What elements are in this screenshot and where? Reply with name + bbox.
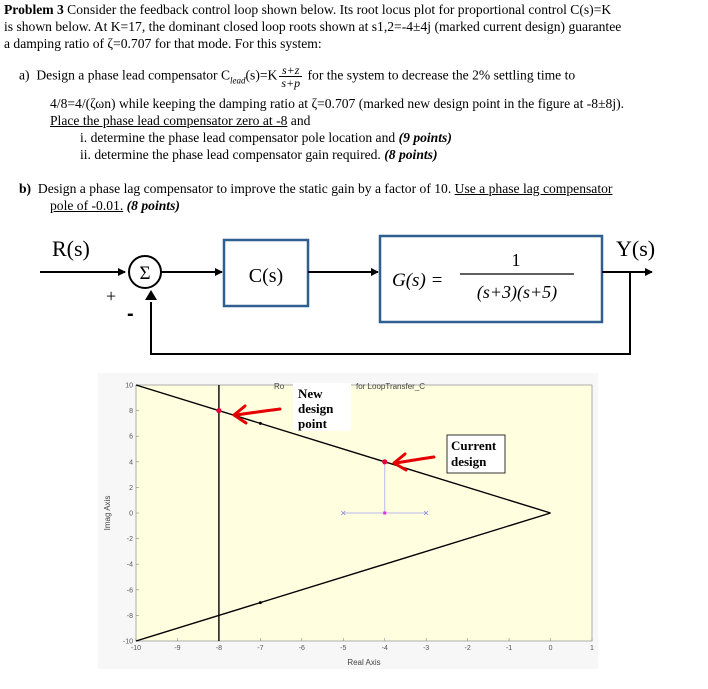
current-design-arrow: [394, 455, 436, 465]
lag-pole-instruction: pole of -0.01.: [50, 198, 124, 213]
minus-sign: -: [127, 303, 134, 325]
current-design-label-box: [446, 434, 506, 474]
problem-number: Problem 3: [4, 2, 64, 17]
x-tick-label: -6: [299, 645, 305, 652]
y-tick-label: -10: [123, 639, 133, 646]
block-diagram: R(s) + Σ - C(s) G(s) = 1 (s+3)(s+5) Y(s): [40, 234, 655, 355]
damping-line-lower: [135, 512, 551, 642]
problem-line-1: Problem 3 Consider the feedback control …: [4, 2, 611, 18]
open-loop-pole-marker: [340, 510, 346, 516]
x-tick-label: -7: [257, 645, 263, 652]
plot-title-right: for LoopTransfer_C: [356, 382, 425, 391]
part-b-line-1: b) Design a phase lag compensator to imp…: [19, 181, 612, 197]
part-b-points: (8 points): [123, 198, 180, 213]
y-tick-label: -8: [127, 613, 133, 620]
x-tick-label: -9: [174, 645, 180, 652]
y-tick-label: 0: [129, 511, 133, 518]
item-i-text: i. determine the phase lead compensator …: [80, 130, 399, 145]
open-loop-pole-marker: [423, 510, 429, 516]
x-tick-label: 0: [549, 645, 553, 652]
locus-branches: [135, 384, 551, 642]
x-tick-label: -2: [465, 645, 471, 652]
damping-line-upper: [135, 384, 551, 514]
sigma-symbol: Σ: [139, 263, 150, 284]
part-b-underlined: Use a phase lag compensator: [454, 181, 613, 196]
locus-dot: [258, 601, 262, 605]
problem-text-1: Consider the feedback control loop shown…: [63, 2, 612, 17]
item-ii-text: ii. determine the phase lead compensator…: [80, 147, 385, 162]
item-ii-points: (8 points): [384, 147, 438, 162]
part-a-line-1: a) Design a phase lead compensator Clead…: [19, 64, 575, 89]
y-tick-label: 2: [129, 485, 133, 492]
new-design-arrow: [234, 407, 282, 417]
controller-block: [222, 238, 310, 308]
current-design-point-marker: [382, 459, 388, 465]
x-tick-label: -4: [382, 645, 388, 652]
input-label: R(s): [52, 236, 90, 261]
part-b-line-2: pole of -0.01. (8 points): [50, 198, 180, 214]
x-tick-label: -1: [506, 645, 512, 652]
part-b-label: b): [19, 181, 32, 196]
lead-zero-instruction: Place the phase lead compensator zero at…: [50, 113, 288, 128]
y-tick-label: -6: [127, 587, 133, 594]
plant-numerator: 1: [512, 250, 521, 270]
plant-lhs: G(s) =: [392, 270, 443, 291]
item-i-points: (9 points): [398, 130, 452, 145]
plant-denominator: (s+3)(s+5): [477, 282, 557, 303]
part-a-line-3: Place the phase lead compensator zero at…: [50, 113, 310, 129]
current-design-arrowhead: [392, 452, 408, 472]
y-tick-label: 10: [125, 383, 133, 390]
lead-numerator: s+z: [279, 64, 303, 77]
plot-title-left: Ro: [274, 382, 285, 391]
x-tick-label: -10: [131, 645, 141, 652]
part-a-text-2: (s)=K: [245, 67, 278, 83]
locus-dot: [258, 421, 262, 425]
part-a-and: and: [287, 113, 311, 128]
lead-denominator: s+p: [281, 76, 301, 90]
part-a-item-i: i. determine the phase lead compensator …: [80, 130, 452, 146]
lead-subscript: lead: [230, 75, 246, 86]
y-axis-label: Imag Axis: [103, 496, 112, 531]
problem-line-2: is shown below. At K=17, the dominant cl…: [4, 19, 622, 34]
breakaway-point-marker: [383, 511, 387, 515]
y-tick-label: -2: [127, 536, 133, 543]
plus-sign: +: [106, 286, 116, 306]
feedback-path: [150, 272, 631, 355]
design-markers: [216, 408, 388, 515]
new-design-arrowhead: [232, 404, 248, 425]
feedback-arrowhead: [145, 290, 157, 300]
new-design-label-line-3: point: [298, 416, 328, 431]
y-tick-label: 6: [129, 434, 133, 441]
part-a-label: a): [19, 67, 30, 83]
part-b-text: Design a phase lag compensator to improv…: [37, 181, 455, 196]
x-tick-label: -5: [340, 645, 346, 652]
current-design-label-line-2: design: [451, 454, 487, 469]
x-axis-label: Real Axis: [347, 658, 380, 667]
output-label: Y(s): [616, 236, 655, 261]
part-a-text-3: for the system to decrease the 2% settli…: [307, 67, 576, 83]
new-design-label-line-1: New: [298, 386, 323, 401]
x-tick-label: 1: [590, 645, 594, 652]
problem-line-3: a damping ratio of ζ=0.707 for that mode…: [4, 36, 322, 51]
new-design-point-marker: [216, 408, 222, 414]
current-design-label-line-1: Current: [451, 438, 497, 453]
y-tick-label: -4: [127, 562, 133, 569]
x-tick-label: -8: [216, 645, 222, 652]
y-tick-label: 4: [129, 459, 133, 466]
part-a-text-1: Design a phase lead compensator C: [36, 67, 231, 83]
x-tick-label: -3: [423, 645, 429, 652]
controller-label: C(s): [249, 265, 283, 287]
part-a-line-2: 4/8=4/(ζωn) while keeping the damping ra…: [50, 96, 625, 111]
y-tick-label: 8: [129, 408, 133, 415]
part-a-item-ii: ii. determine the phase lead compensator…: [80, 147, 437, 163]
new-design-label-line-2: design: [298, 401, 334, 416]
new-design-label-box: [293, 383, 351, 431]
plant-block: [378, 234, 604, 324]
